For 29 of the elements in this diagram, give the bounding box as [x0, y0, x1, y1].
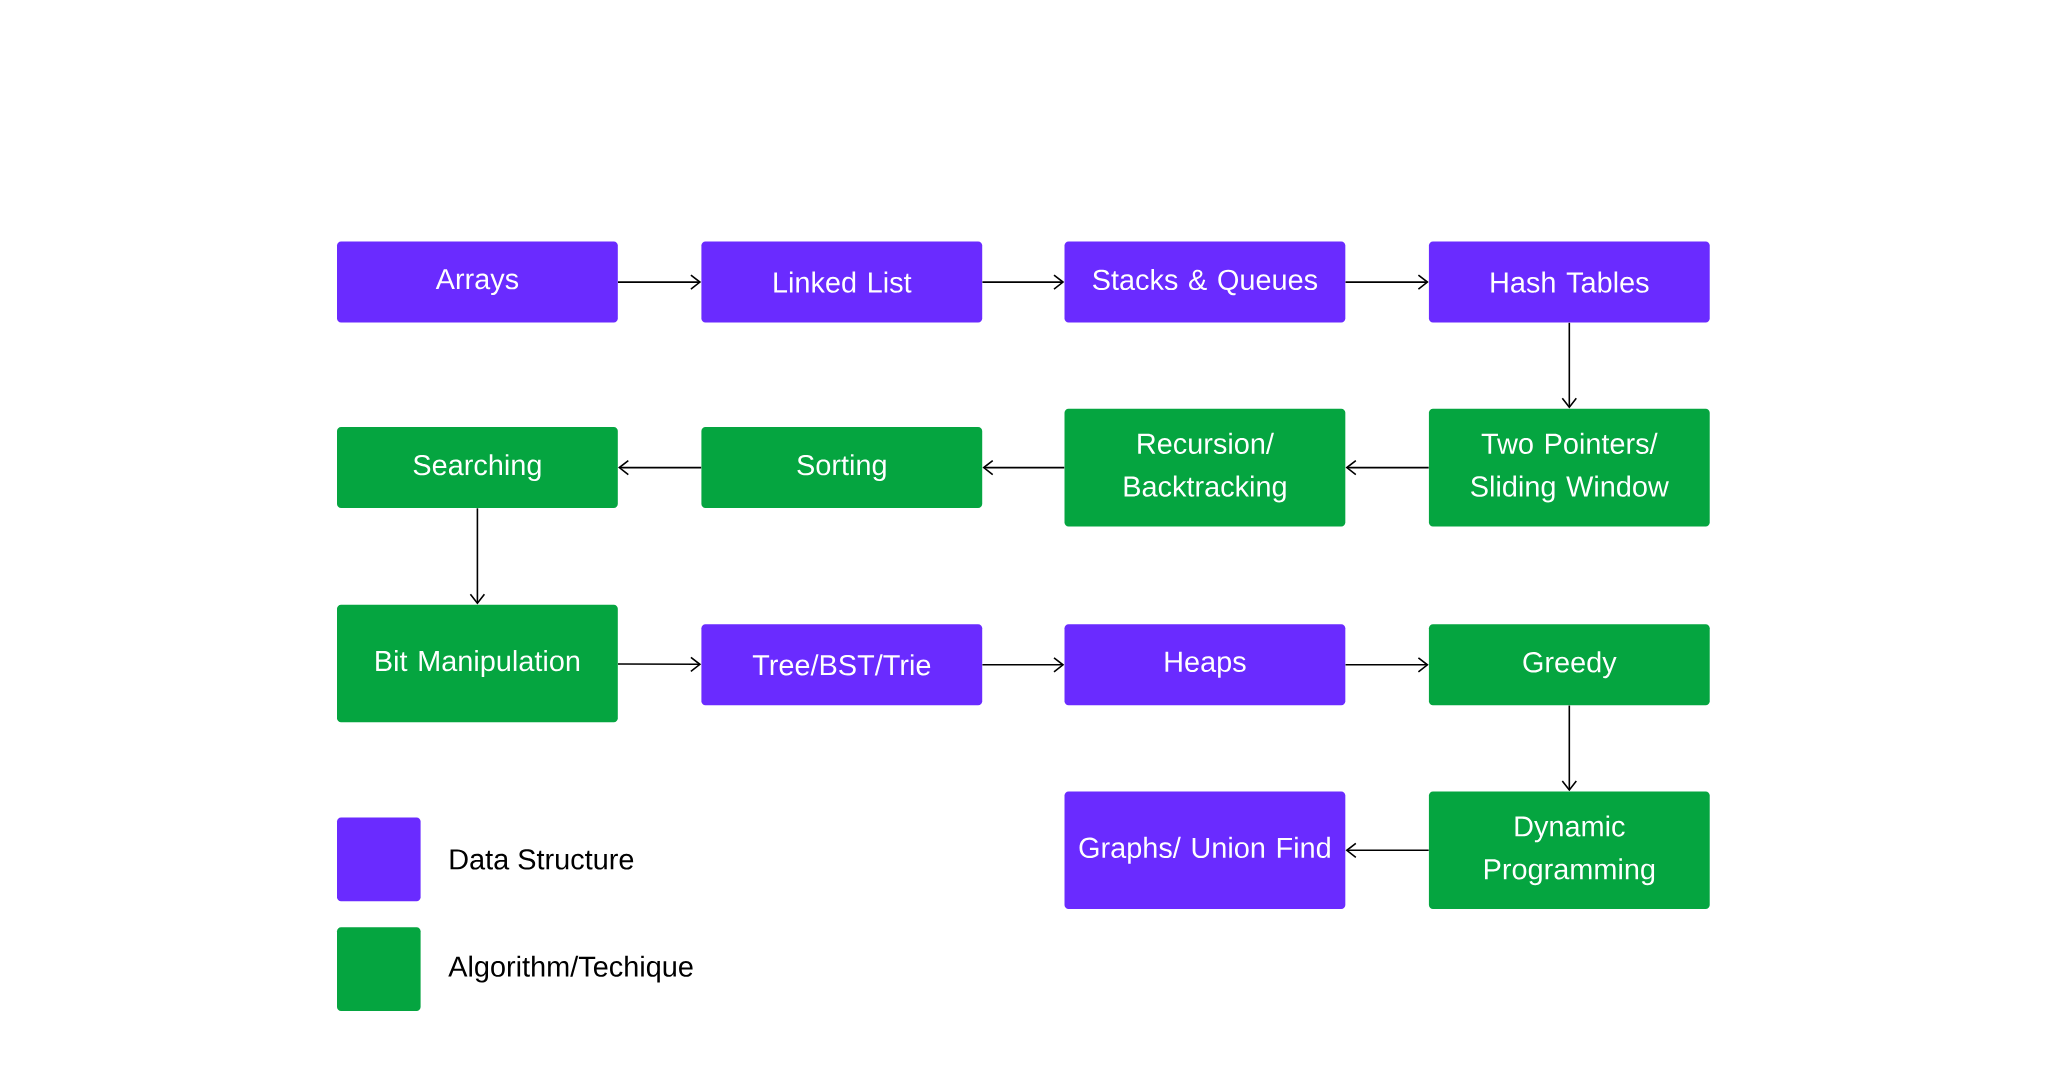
process-box: Dynamic Programming — [1428, 791, 1710, 910]
process-box: Arrays — [337, 241, 618, 323]
arrow — [1561, 322, 1578, 409]
process-box: Two Pointers/ Sliding Window — [1428, 408, 1710, 527]
arrow — [982, 459, 1066, 476]
process-box: Recursion/ Backtracking — [1064, 408, 1346, 527]
legend-label: Data Structure — [450, 849, 634, 870]
arrow — [981, 274, 1065, 290]
arrow — [617, 274, 702, 290]
arrow — [469, 507, 486, 605]
process-box: Heaps — [1064, 624, 1346, 706]
process-box: Bit Manipulation — [337, 604, 618, 723]
arrow — [617, 656, 702, 673]
arrow — [618, 459, 702, 476]
process-box: Hash Tables — [1428, 241, 1710, 323]
process-box: Tree/BST/Trie — [701, 624, 983, 706]
process-box: Stacks & Queues — [1064, 241, 1346, 323]
process-box: Sorting — [701, 427, 983, 509]
arrow — [1344, 657, 1429, 673]
process-box: Linked List — [701, 241, 983, 323]
process-box: Graphs/ Union Find — [1064, 791, 1346, 910]
arrow — [1345, 459, 1430, 476]
arrow — [981, 657, 1065, 673]
process-box: Searching — [337, 427, 618, 509]
arrow — [1345, 842, 1430, 859]
process-box: Greedy — [1428, 624, 1710, 706]
arrow — [1344, 274, 1429, 290]
legend-label: Algorithm/Techique — [448, 955, 693, 983]
arrow — [1561, 704, 1578, 792]
